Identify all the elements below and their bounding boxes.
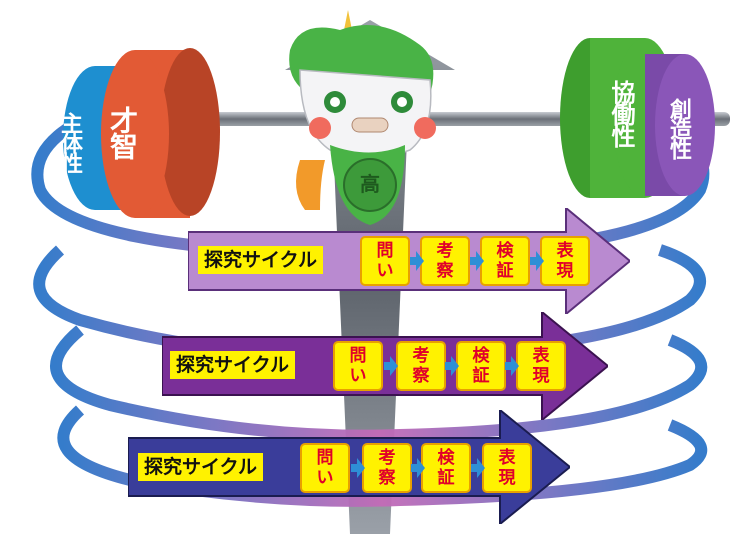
arrow-connector-icon [445,356,459,376]
arrow-connector-icon [351,458,365,478]
arrow-connector-icon [410,251,424,271]
arrow-connector-icon [505,356,519,376]
step-consider: 考察 [362,443,412,493]
step-verify: 検証 [456,341,506,391]
step-consider: 考察 [396,341,446,391]
arrow-connector-icon [470,251,484,271]
cycle-label: 探究サイクル [138,453,264,481]
step-question: 問い [360,236,410,286]
step-question: 問い [333,341,383,391]
mascot-badge: 高 [360,172,380,196]
arrow-connector-icon [471,458,485,478]
step-question: 問い [300,443,350,493]
left-weight-stack [63,48,220,218]
step-express: 表現 [516,341,566,391]
cycle-label: 探究サイクル [198,246,324,274]
step-consider: 考察 [420,236,470,286]
step-verify: 検証 [480,236,530,286]
right-weight-stack [560,38,715,198]
arrow-connector-icon [411,458,425,478]
arrow-connector-icon [530,251,544,271]
step-verify: 検証 [421,443,471,493]
weight-label-kyodosei: 協働性 [607,80,635,146]
step-express: 表現 [482,443,532,493]
weight-label-saichi: 才智 [106,106,139,158]
step-express: 表現 [540,236,590,286]
cycle-label: 探究サイクル [170,351,296,379]
mascot-unicorn [289,10,436,225]
weight-label-shutaisei: 主体性 [57,112,82,172]
weight-label-sozosei: 創造性 [666,98,691,158]
arrow-connector-icon [384,356,398,376]
